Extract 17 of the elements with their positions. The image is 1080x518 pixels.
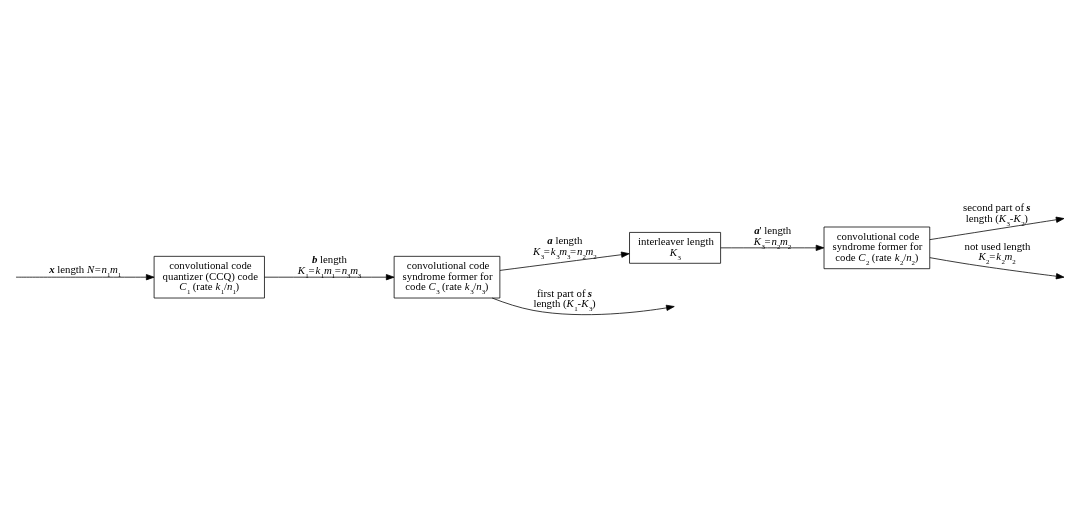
edge-label: second part of s length (K$_{3}$-K$_{2}$) bbox=[962, 200, 1031, 228]
arrow bbox=[499, 251, 630, 271]
arrow bbox=[720, 244, 825, 251]
edge-label: a' length K$_{3}$=n$_{2}$m$_{2}$ bbox=[753, 224, 792, 251]
arrow bbox=[929, 257, 1065, 280]
arrow bbox=[929, 216, 1065, 241]
node-box: convolutional code quantizer (CCQ) code C$_{1}$ (rate k$_{1}$/n$_{1}$) bbox=[153, 255, 265, 299]
edge-label: b length K$_{1}$=k$_{1}$m$_{1}$=n$_{3}$m$_{3}$ bbox=[297, 253, 362, 281]
node-box: convolutional code syndrome former for code C$_{3}$ (rate k$_{3}$/n$_{3}$) bbox=[393, 255, 501, 299]
edge-label: a length K$_{3}$=k$_{3}$m$_{3}$=n$_{2}$m$_{2}$ bbox=[533, 234, 597, 261]
edge-label: not used length K$_{2}$=k$_{2}$m$_{2}$ bbox=[964, 239, 1031, 267]
arrow bbox=[491, 297, 675, 316]
arrow bbox=[15, 274, 155, 281]
node-box: interleaver length K$_{3}$ bbox=[629, 232, 721, 264]
node-box: convolutional code syndrome former for code C$_{2}$ (rate k$_{2}$/n$_{2}$) bbox=[823, 226, 931, 270]
arrow bbox=[264, 274, 395, 281]
edge-label: x length N=n$_{1}$m$_{1}$ bbox=[49, 263, 122, 280]
